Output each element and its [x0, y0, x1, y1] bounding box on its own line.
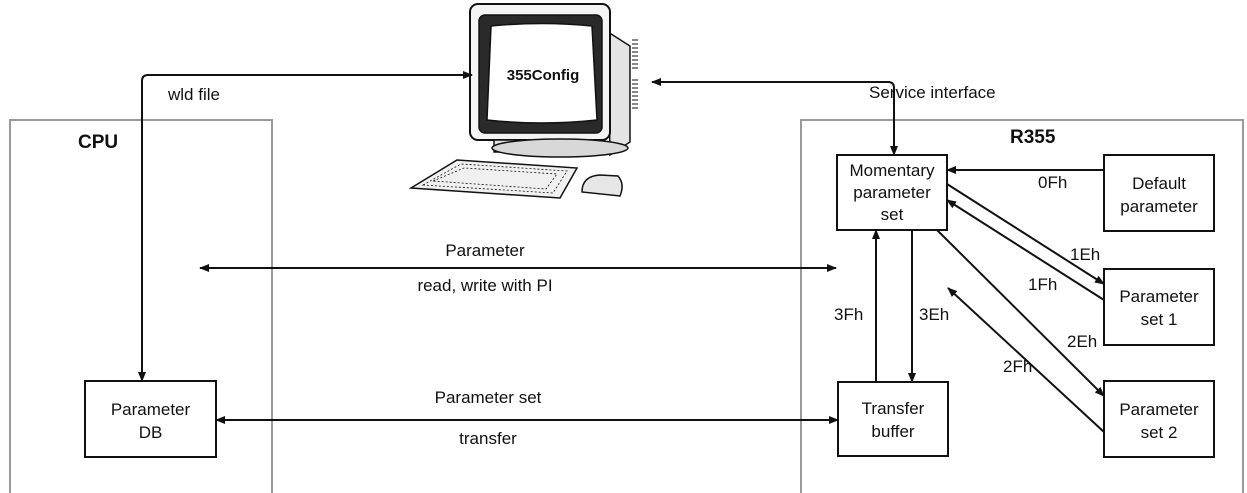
momentary-parameter-set-box: Momentary parameter set [836, 154, 948, 231]
code-2eh-label: 2Eh [1067, 332, 1097, 351]
code-3fh-label: 3Fh [834, 305, 863, 324]
default-parameter-box: Default parameter [1103, 154, 1215, 232]
parameter-set-label: Parameter set [435, 388, 542, 407]
transfer-buffer-line-1: Transfer [862, 399, 925, 418]
parameter-set-2-line-2: set 2 [1141, 423, 1178, 442]
code-0fh-label: 0Fh [1038, 173, 1067, 192]
momentary-line-3: set [881, 205, 904, 224]
wld-file-arrow [138, 71, 473, 382]
keyboard-icon [408, 159, 579, 199]
transfer-label: transfer [459, 429, 517, 448]
cpu-title: CPU [78, 132, 118, 153]
parameter-label: Parameter [445, 241, 525, 260]
code-2fh-label: 2Fh [1003, 357, 1032, 376]
mouse-icon [581, 174, 623, 197]
code-3eh-label: 3Eh [919, 305, 949, 324]
wld-file-label: wld file [167, 85, 220, 104]
1eh-arrow [946, 183, 1105, 285]
r355-title: R355 [1010, 127, 1056, 148]
momentary-line-1: Momentary [849, 161, 935, 180]
r355-panel [800, 119, 1244, 493]
2eh-arrow [936, 229, 1105, 397]
1fh-arrow [946, 199, 1105, 301]
parameter-set-1-line-1: Parameter [1119, 287, 1199, 306]
service-interface-label: Service interface [869, 83, 996, 102]
parameter-set-1-box: Parameter set 1 [1103, 268, 1215, 346]
parameter-db-line-1: Parameter [111, 400, 191, 419]
default-parameter-line-1: Default [1132, 174, 1186, 193]
parameter-set-2-box: Parameter set 2 [1103, 380, 1215, 458]
screen-label: 355Config [507, 67, 580, 84]
2fh-arrow [947, 287, 1105, 433]
transfer-buffer-box: Transfer buffer [837, 381, 949, 457]
transfer-buffer-line-2: buffer [871, 422, 915, 441]
parameter-db-box: Parameter DB [84, 380, 217, 458]
parameter-set-2-line-1: Parameter [1119, 400, 1199, 419]
read-write-label: read, write with PI [417, 276, 552, 295]
code-1fh-label: 1Fh [1028, 275, 1057, 294]
default-parameter-line-2: parameter [1120, 197, 1198, 216]
momentary-line-2: parameter [853, 183, 931, 202]
computer-monitor-icon: 355Config [469, 3, 638, 158]
service-interface-arrow [651, 78, 898, 156]
parameter-db-line-2: DB [139, 423, 163, 442]
parameter-set-1-line-2: set 1 [1141, 310, 1178, 329]
code-1eh-label: 1Eh [1070, 245, 1100, 264]
